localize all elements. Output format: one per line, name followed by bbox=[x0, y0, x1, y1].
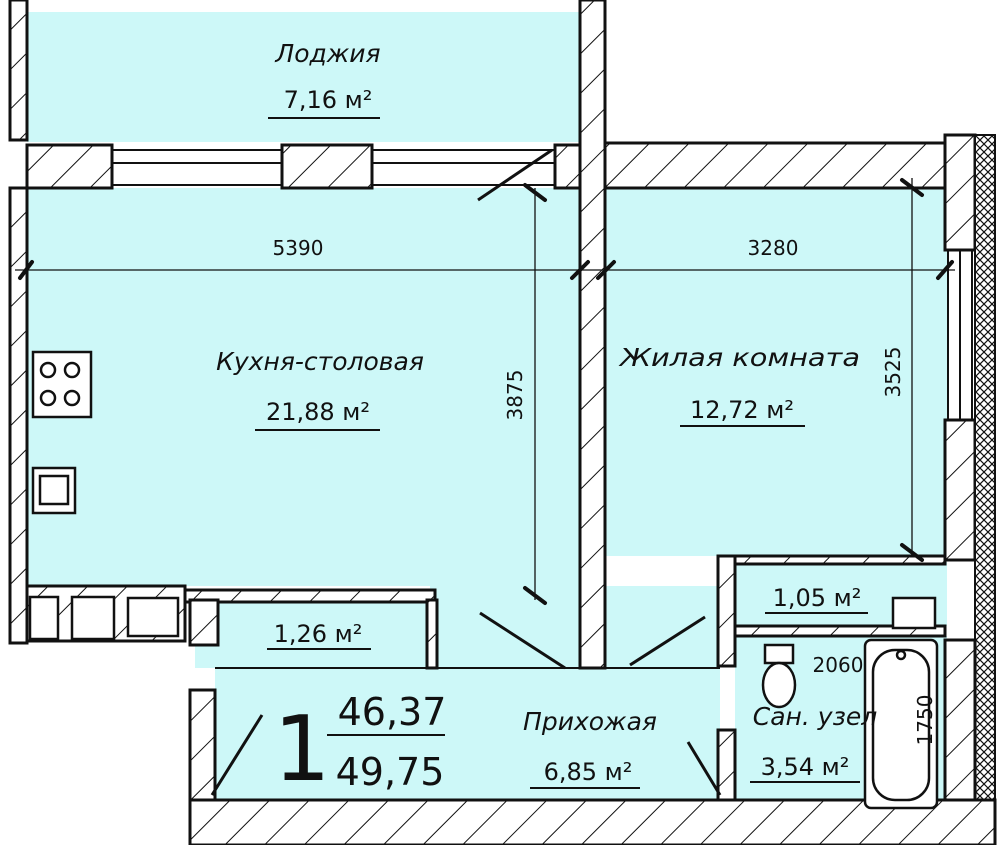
bath-area: 3,54 м² bbox=[761, 753, 850, 781]
wall bbox=[943, 133, 977, 252]
window-living bbox=[947, 249, 973, 421]
living-area-total: 46,37 bbox=[338, 690, 447, 734]
hall-room bbox=[215, 668, 720, 801]
dim-kitchen-width: 5390 bbox=[273, 236, 324, 260]
living-area: 12,72 м² bbox=[690, 396, 794, 424]
wall bbox=[188, 798, 997, 845]
dimension-lines bbox=[15, 178, 955, 605]
shaft-icon bbox=[891, 596, 937, 630]
kitchen-area: 21,88 м² bbox=[266, 398, 370, 426]
loggia-area: 7,16 м² bbox=[284, 86, 373, 114]
wall bbox=[25, 143, 114, 190]
dim-bath-depth: 1750 bbox=[913, 695, 937, 746]
hall-room-upper bbox=[430, 586, 720, 670]
wall bbox=[943, 638, 977, 812]
wall bbox=[188, 598, 220, 647]
total-area: 49,75 bbox=[336, 750, 445, 794]
closet1-area: 1,26 м² bbox=[274, 620, 363, 648]
bathtub-icon bbox=[863, 638, 939, 810]
wall bbox=[188, 688, 217, 802]
living-name: Жилая комната bbox=[618, 343, 860, 372]
window-kitchen bbox=[111, 149, 556, 186]
hall-name: Прихожая bbox=[523, 707, 657, 736]
hall-area: 6,85 м² bbox=[544, 758, 633, 786]
loggia-name: Лоджия bbox=[274, 39, 380, 68]
wall bbox=[8, 0, 29, 142]
wall bbox=[733, 554, 947, 566]
bath-name: Сан. узел bbox=[753, 702, 877, 731]
outer-insulation bbox=[974, 134, 996, 826]
rooms-count: 1 bbox=[273, 697, 330, 802]
wall bbox=[716, 554, 737, 668]
wall bbox=[603, 141, 947, 190]
dim-bath-width: 2060 bbox=[813, 653, 864, 677]
wall bbox=[716, 728, 737, 802]
dim-living-width: 3280 bbox=[748, 236, 799, 260]
wall bbox=[553, 143, 582, 190]
sink-icon bbox=[31, 466, 77, 515]
wall bbox=[578, 0, 607, 670]
closet1-room bbox=[195, 600, 430, 668]
wall bbox=[280, 143, 374, 190]
toilet-icon bbox=[761, 643, 797, 709]
wall bbox=[733, 624, 947, 638]
living-room bbox=[605, 188, 947, 556]
closet2-area: 1,05 м² bbox=[773, 584, 862, 612]
wall bbox=[425, 598, 439, 670]
dim-kitchen-depth: 3875 bbox=[503, 370, 527, 421]
wall bbox=[8, 186, 29, 645]
ventilation-shaft-icon bbox=[28, 595, 180, 641]
loggia-room bbox=[27, 12, 580, 142]
kitchen-room bbox=[27, 188, 582, 586]
kitchen-name: Кухня-столовая bbox=[216, 347, 424, 376]
doors bbox=[210, 148, 722, 796]
stove-icon bbox=[31, 350, 93, 419]
dim-living-depth: 3525 bbox=[881, 347, 905, 398]
wall bbox=[183, 588, 437, 604]
wall bbox=[943, 418, 977, 562]
